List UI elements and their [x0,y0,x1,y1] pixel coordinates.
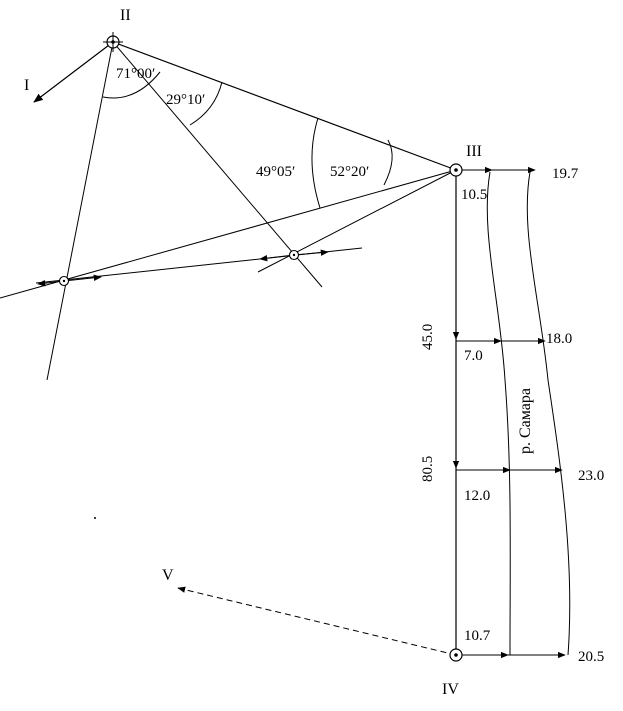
bisector-arrow-right [63,274,102,282]
angle-arc-52 [383,139,393,186]
station-label-4: IV [442,681,459,698]
angle-label-52: 52°20′ [330,164,369,180]
angle-label-49: 49°05′ [256,164,295,180]
intersection-point-left [58,275,70,287]
offset-label-10-5: 10.5 [461,187,487,203]
station-2-marker [103,32,123,52]
offset-label-7-0: 7.0 [464,348,483,364]
sight-line-from-3-b [257,169,457,273]
offset-label-18-0: 18.0 [546,331,572,347]
sight-line-from-3-a [0,169,457,299]
river-bank-left [486,171,511,656]
offset-label-19-7: 19.7 [552,166,579,182]
angle-arc-49 [311,117,321,209]
angle-label-71: 71°00′ [116,66,155,82]
station-label-1: I [24,77,29,94]
angle-arc-29 [189,81,223,126]
river-name-label: р. Самара [517,388,534,454]
sight-line-from-2-a [46,41,114,381]
intersection-point-right [288,249,300,261]
offset-label-10-7: 10.7 [464,628,491,644]
angle-arc-71 [102,71,161,99]
bisector-arrow-mid-right [293,249,329,256]
direction-line-4-5 [177,586,457,656]
station-label-2: II [120,7,131,24]
station-3-marker [449,163,463,177]
offset-label-12-0: 12.0 [464,488,490,504]
station-label-3: III [466,143,482,160]
chainage-label-80: 80.5 [420,456,436,482]
sight-line-from-2-b [112,41,323,288]
station-label-5: V [162,567,174,584]
stray-dot [94,517,96,519]
offset-label-20-5: 20.5 [578,649,604,665]
river-bank-right [526,171,571,656]
station-4-marker [449,648,463,662]
offset-label-23-0: 23.0 [578,468,604,484]
direction-line-2-1 [33,41,114,103]
bisector-arrow-mid-left [259,254,295,262]
angle-label-29: 29°10′ [166,92,205,108]
chainage-label-45: 45.0 [420,324,436,350]
traverse-line-2-3 [112,41,457,171]
